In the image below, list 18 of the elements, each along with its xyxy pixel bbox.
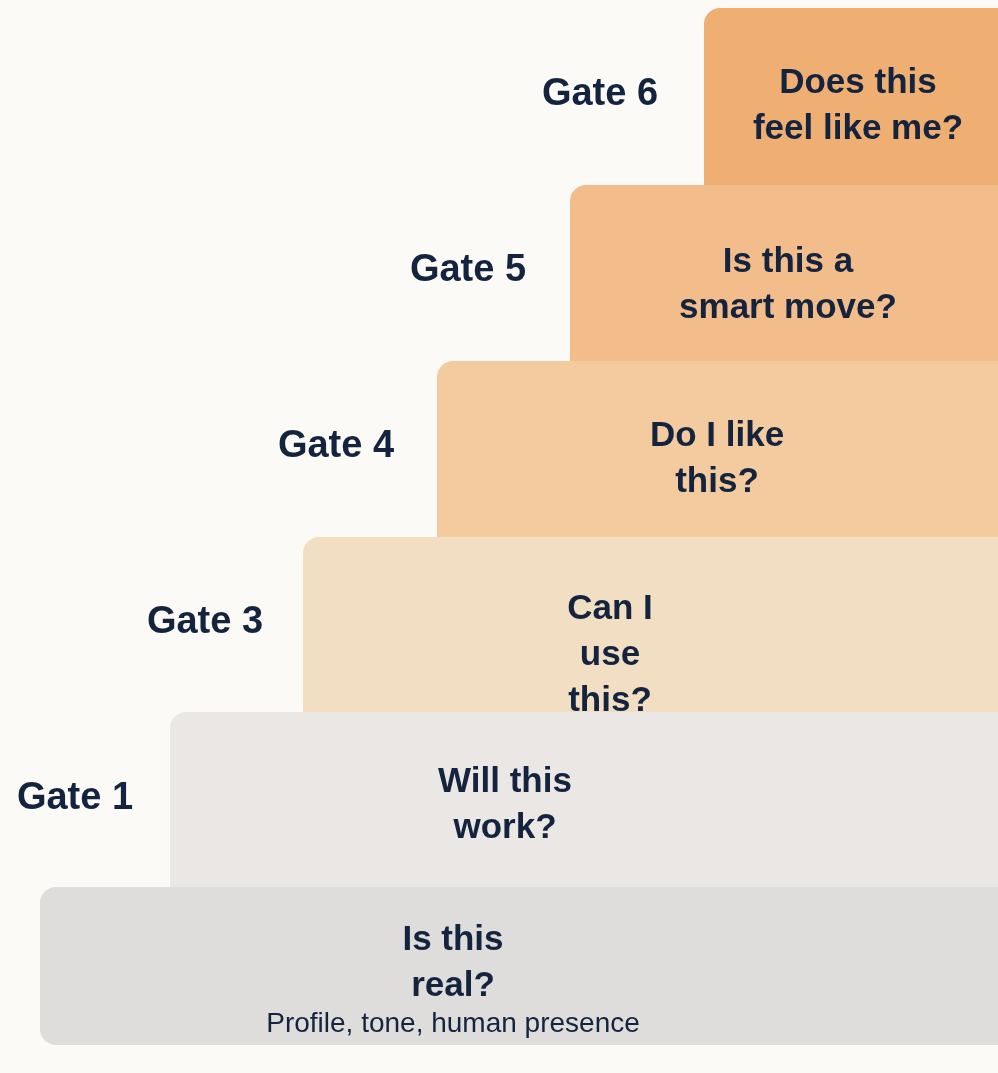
step-question: Is this real? [401, 917, 505, 1005]
step-question: Do I like this? [648, 413, 786, 501]
step-question: Does this feel like me? [751, 60, 965, 148]
step-band [570, 185, 998, 361]
gate-label: Gate 3 [146, 598, 264, 642]
step-question: Can I use this? [566, 586, 654, 720]
step-band [170, 712, 998, 887]
gate-label: Gate 5 [409, 246, 527, 290]
step-band [704, 8, 998, 185]
step-description: Profile, tone, human presence [266, 1007, 640, 1039]
step-band [303, 537, 998, 712]
gate-label: Gate 1 [16, 774, 134, 818]
step-band [40, 887, 998, 1045]
step-band [437, 361, 998, 537]
gate-label: Gate 4 [277, 422, 395, 466]
step-question: Is this a smart move? [678, 239, 898, 327]
step-question: Will this work? [437, 759, 573, 847]
gate-label: Gate 6 [541, 70, 659, 114]
